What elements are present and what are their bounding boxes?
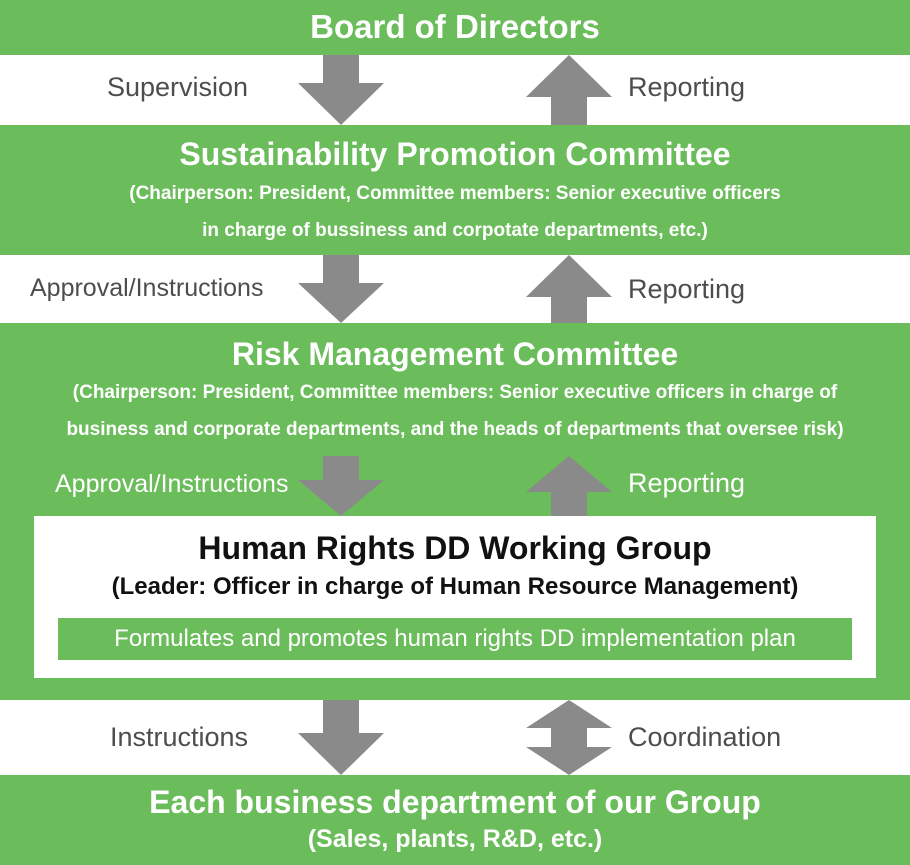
business-departments-examples: (Sales, plants, R&D, etc.): [307, 825, 603, 853]
board-title: Board of Directors: [310, 8, 600, 45]
reporting-arrow-up-icon: [526, 456, 612, 516]
working-group-leader: (Leader: Officer in charge of Human Reso…: [111, 573, 799, 600]
sustainability-committee-box: [0, 125, 910, 255]
business-departments-box: [0, 775, 910, 865]
risk-committee-members-line2: business and corporate departments, and …: [66, 419, 844, 440]
working-group-title: Human Rights DD Working Group: [198, 530, 712, 566]
reporting-label: Reporting: [628, 274, 746, 304]
instructions-label: Instructions: [110, 722, 249, 752]
sustainability-committee-members-line1: (Chairperson: President, Committee membe…: [129, 183, 781, 204]
business-departments-title: Each business department of our Group: [149, 784, 761, 820]
reporting-label: Reporting: [628, 468, 746, 498]
reporting-label: Reporting: [628, 72, 746, 102]
risk-committee-members-line1: (Chairperson: President, Committee membe…: [72, 382, 838, 403]
sustainability-committee-members-line2: in charge of bussiness and corpotate dep…: [202, 220, 708, 241]
supervision-label: Supervision: [107, 72, 249, 102]
coordination-label: Coordination: [628, 722, 782, 752]
approval-arrow-icon: [298, 255, 384, 323]
working-group-task: Formulates and promotes human rights DD …: [58, 618, 852, 660]
approval-instructions-label: Approval/Instructions: [30, 274, 264, 302]
instructions-arrow-icon: [298, 700, 384, 775]
human-rights-working-group-box: Human Rights DD Working Group (Leader: O…: [34, 516, 876, 678]
supervision-arrow-icon: [298, 55, 384, 125]
reporting-arrow-up-icon: [526, 255, 612, 323]
approval-instructions-label: Approval/Instructions: [55, 470, 289, 498]
approval-arrow-icon: [298, 456, 384, 516]
risk-management-committee-title: Risk Management Committee: [231, 336, 679, 372]
reporting-arrow-up-icon: [526, 55, 612, 125]
board-of-directors-box: [0, 0, 910, 55]
coordination-double-arrow-icon: [526, 700, 612, 775]
sustainability-committee-title: Sustainability Promotion Committee: [179, 136, 731, 172]
